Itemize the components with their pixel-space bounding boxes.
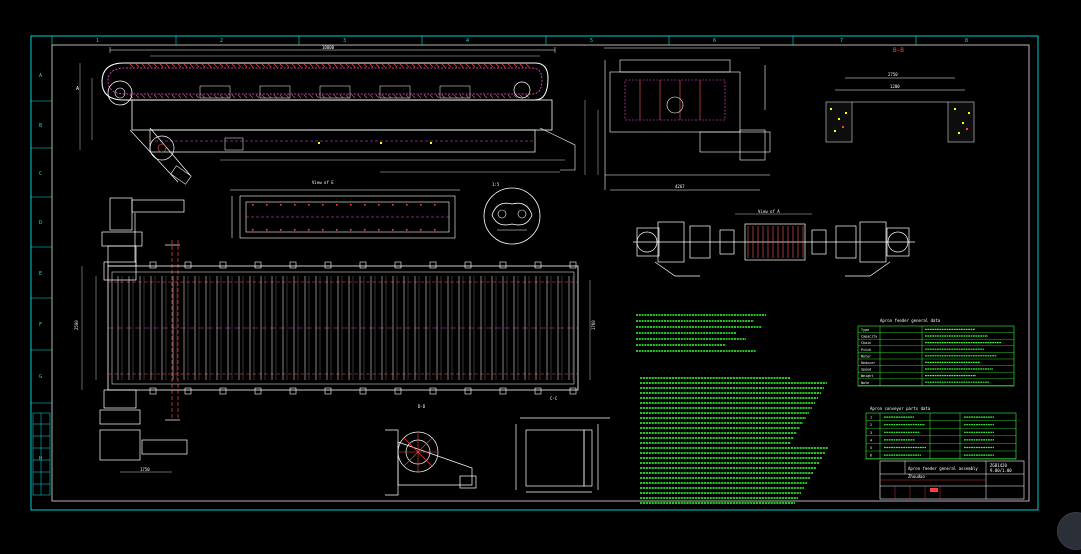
row-letter-E: E [39,271,42,277]
general-data-row-label: Capacity [861,335,877,339]
col-number-2: 2 [220,38,223,44]
left-revision-strip [32,412,51,496]
parts-list-row-index: 2 [870,423,872,427]
parts-list-row-index: 3 [870,431,872,435]
row-letter-C: C [39,171,42,177]
general-data-row-label: Weight [861,374,873,378]
parts-list-row-index: 6 [870,454,872,458]
view-e: View of E [230,180,460,239]
section-d-view: D-D [385,404,477,496]
general-data-row-label: Pitch [861,348,871,352]
view-e-label: View of E [312,180,334,185]
plan-view: 2500 1760 1750 [74,197,596,473]
parts-list-row-index: 5 [870,446,872,450]
general-data-title: Apron feeder general data [880,318,941,323]
row-letter-A: A [39,73,42,79]
row-letter-F: F [39,322,42,328]
plan-width-dim: 2500 [74,320,79,330]
frame-ticks [31,36,917,404]
side-callout-a: A [76,86,79,92]
general-data-row-label: Motor [861,354,871,358]
detail-scale: 1:5 [492,182,500,187]
parts-list-table: Apron conveyor parts data 1 2 3 4 5 6 [865,406,1017,460]
section-b-height: 1200 [890,84,900,89]
view-a-drive-shaft: View of A [633,209,915,277]
title-block-drawing-no: ZGB1420 [990,463,1007,468]
section-b-label: B-B [893,47,904,54]
section-b-view: B-B 2750 1200 [825,47,975,143]
title-block: ZGB1420 9.00/1.00 Apron feeder general a… [879,460,1025,500]
general-data-row-label: Note [861,381,869,385]
col-number-8: 8 [965,38,968,44]
general-data-table: Apron feeder general data TypeCapacityCh… [857,318,1015,387]
general-data-row-label: Type [861,328,869,332]
technical-requirements-text [636,314,828,504]
side-width-dim: 4267 [675,184,685,189]
overall-length-dim: 10800 [322,45,335,50]
title-block-sub-no: 9.00/1.00 [990,468,1012,473]
plan-length-dim: 1760 [591,320,596,330]
general-data-row-label: Reducer [861,361,875,365]
section-c-label: C-C [550,396,558,401]
side-elevation-view: 10800 A [76,45,599,185]
general-data-row-label: Speed [861,368,871,372]
col-number-5: 5 [590,38,593,44]
col-number-3: 3 [343,38,346,44]
title-block-second: Zhoudao [908,474,925,479]
general-data-row-label: Chain [861,341,871,345]
parts-list-row-index: 4 [870,438,872,442]
detail-view: 1:5 [483,182,541,245]
col-number-6: 6 [713,38,716,44]
section-c-view: C-C [515,396,610,493]
title-block-title: Apron feeder general assembly [908,466,978,471]
row-letter-B: B [39,123,42,129]
col-number-7: 7 [840,38,843,44]
parts-list-title: Apron conveyor parts data [870,406,931,411]
view-a-label: View of A [758,209,780,214]
row-letter-G: G [39,374,42,380]
parts-list-row-index: 1 [870,416,872,420]
drawing-outer-frame [30,35,1039,511]
row-letter-D: D [39,220,42,226]
motor-length-dim: 1750 [140,467,150,472]
section-d-label: D-D [418,404,426,409]
col-number-4: 4 [466,38,469,44]
drawing-inner-frame [51,44,1030,502]
col-number-1: 1 [96,38,99,44]
front-end-view [604,47,771,191]
row-letter-H: H [39,456,42,462]
section-b-width: 2750 [888,72,898,77]
